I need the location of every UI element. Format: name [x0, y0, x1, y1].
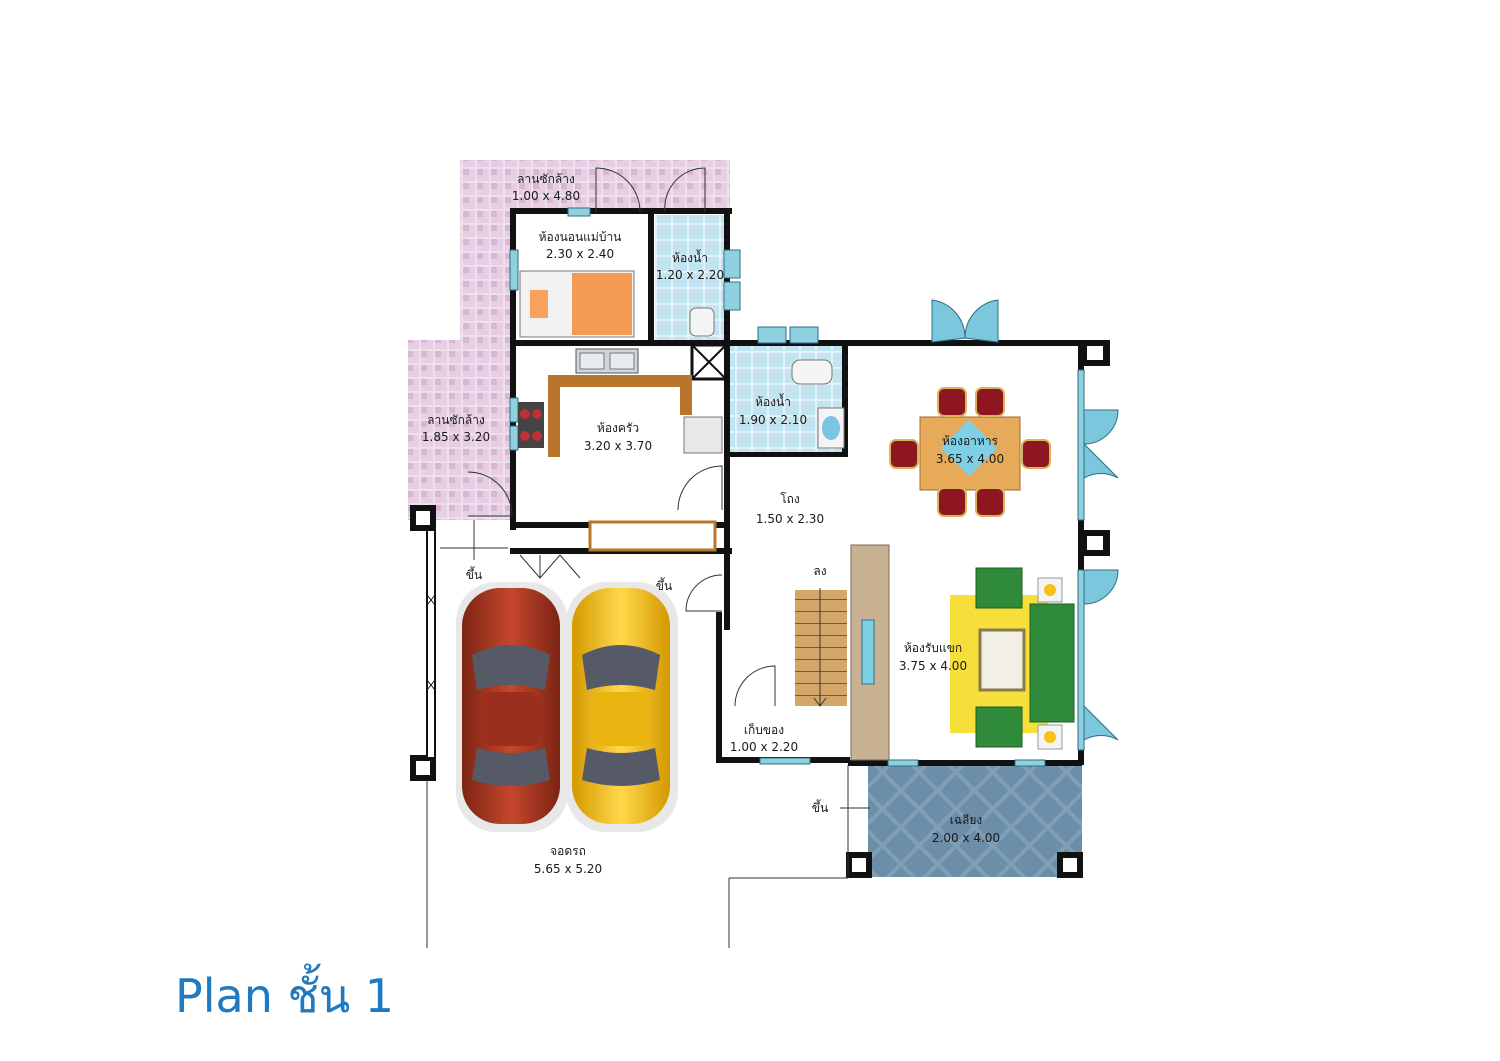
- storage-name: เก็บของ: [744, 722, 784, 737]
- maid-room-size: 2.30 x 2.40: [546, 247, 614, 261]
- bath-small-name: ห้องน้ำ: [672, 249, 708, 265]
- up-marker-terrace: ขึ้น: [812, 799, 828, 815]
- garage-size: 5.65 x 5.20: [534, 862, 602, 876]
- yellow-car: [566, 582, 678, 832]
- terrace-floor: [868, 765, 1082, 877]
- hall-size: 1.50 x 2.30: [756, 512, 824, 526]
- maid-bed: [519, 270, 635, 338]
- laundry-side-floor: [460, 200, 512, 350]
- bath-main-name: ห้องน้ำ: [755, 393, 791, 409]
- dining-name: ห้องอาหาร: [942, 434, 999, 448]
- dining-set: [889, 387, 1051, 517]
- up-marker-kitchen: ขึ้น: [656, 577, 672, 593]
- dining-size: 3.65 x 4.00: [936, 452, 1004, 466]
- terrace-name: เฉลียง: [950, 813, 983, 827]
- kitchen-counter: [518, 348, 723, 552]
- laundry-left-floor: [408, 340, 514, 520]
- columns: [410, 340, 1110, 878]
- bath-main-size: 1.90 x 2.10: [739, 413, 807, 427]
- doors: [467, 167, 1119, 741]
- living-set: [950, 567, 1075, 750]
- garage-structure: [426, 520, 870, 948]
- kitchen-size: 3.20 x 3.70: [584, 439, 652, 453]
- bath-small-size: 1.20 x 2.20: [656, 268, 724, 282]
- staircase: [795, 544, 890, 761]
- red-car: [456, 582, 568, 832]
- laundry-top-name: ลานซักล้าง: [517, 172, 575, 186]
- plan-title: Plan ชั้น 1: [175, 969, 395, 1023]
- maid-room-name: ห้องนอนแม่บ้าน: [539, 230, 622, 244]
- terrace-size: 2.00 x 4.00: [932, 831, 1000, 845]
- garage-name: จอดรถ: [550, 844, 586, 858]
- storage-size: 1.00 x 2.20: [730, 740, 798, 754]
- living-size: 3.75 x 4.00: [899, 659, 967, 673]
- down-marker-stairs: ลง: [813, 564, 826, 578]
- laundry-top-size: 1.00 x 4.80: [512, 189, 580, 203]
- bath-fixtures: [689, 307, 845, 449]
- room-labels: ลานซักล้าง 1.00 x 4.80 ห้องนอนแม่บ้าน 2.…: [422, 172, 1004, 876]
- living-name: ห้องรับแขก: [904, 641, 962, 655]
- up-marker-garage: ขึ้น: [466, 566, 482, 582]
- laundry-left-name: ลานซักล้าง: [427, 413, 485, 427]
- kitchen-name: ห้องครัว: [597, 421, 639, 435]
- hall-name: โถง: [780, 492, 800, 506]
- windows: [509, 207, 1085, 767]
- laundry-left-size: 1.85 x 3.20: [422, 430, 490, 444]
- stair-markers: ขึ้น ขึ้น ลง ขึ้น: [466, 564, 828, 815]
